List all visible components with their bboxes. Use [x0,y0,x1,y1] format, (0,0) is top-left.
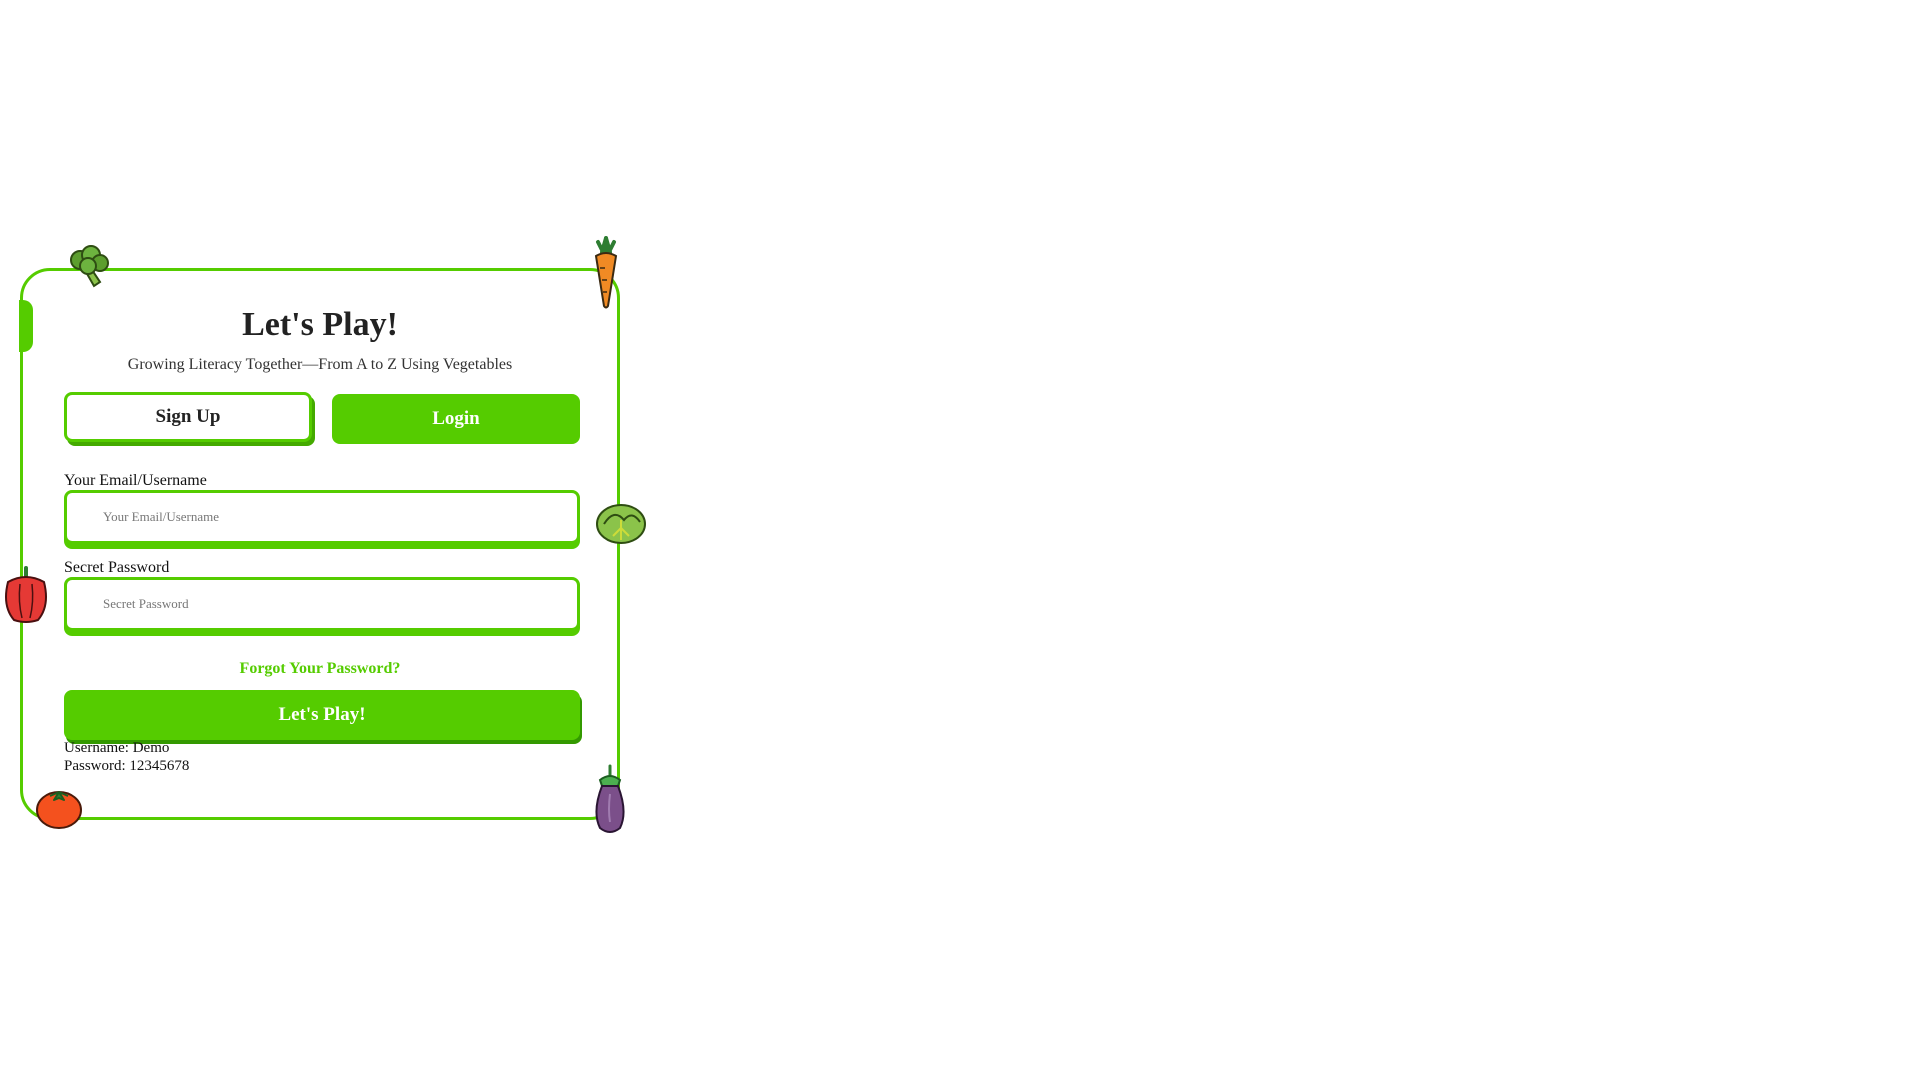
email-label: Your Email/Username [64,472,207,489]
card-side-tab [19,300,33,352]
demo-username-text: Username: Demo [64,740,170,756]
demo-password-text: Password: 12345678 [64,758,190,774]
tomato-icon [36,791,82,829]
carrot-icon [594,236,618,309]
email-field-box[interactable] [64,490,580,544]
cabbage-icon [596,504,646,544]
password-input[interactable] [101,595,577,613]
page-title: Let's Play! [242,306,398,343]
page-subtitle: Growing Literacy Together—From A to Z Us… [127,356,513,373]
password-field-box[interactable] [64,577,580,631]
forgot-password-link[interactable]: Forgot Your Password? [239,660,401,677]
email-input[interactable] [101,508,577,526]
login-tab-button[interactable]: Login [332,394,580,444]
password-label: Secret Password [64,559,170,576]
lets-play-button[interactable]: Let's Play! [64,690,580,740]
signup-tab-button[interactable]: Sign Up [64,392,312,442]
bell-pepper-icon [5,566,47,623]
eggplant-icon [595,764,625,833]
broccoli-icon [70,245,109,288]
